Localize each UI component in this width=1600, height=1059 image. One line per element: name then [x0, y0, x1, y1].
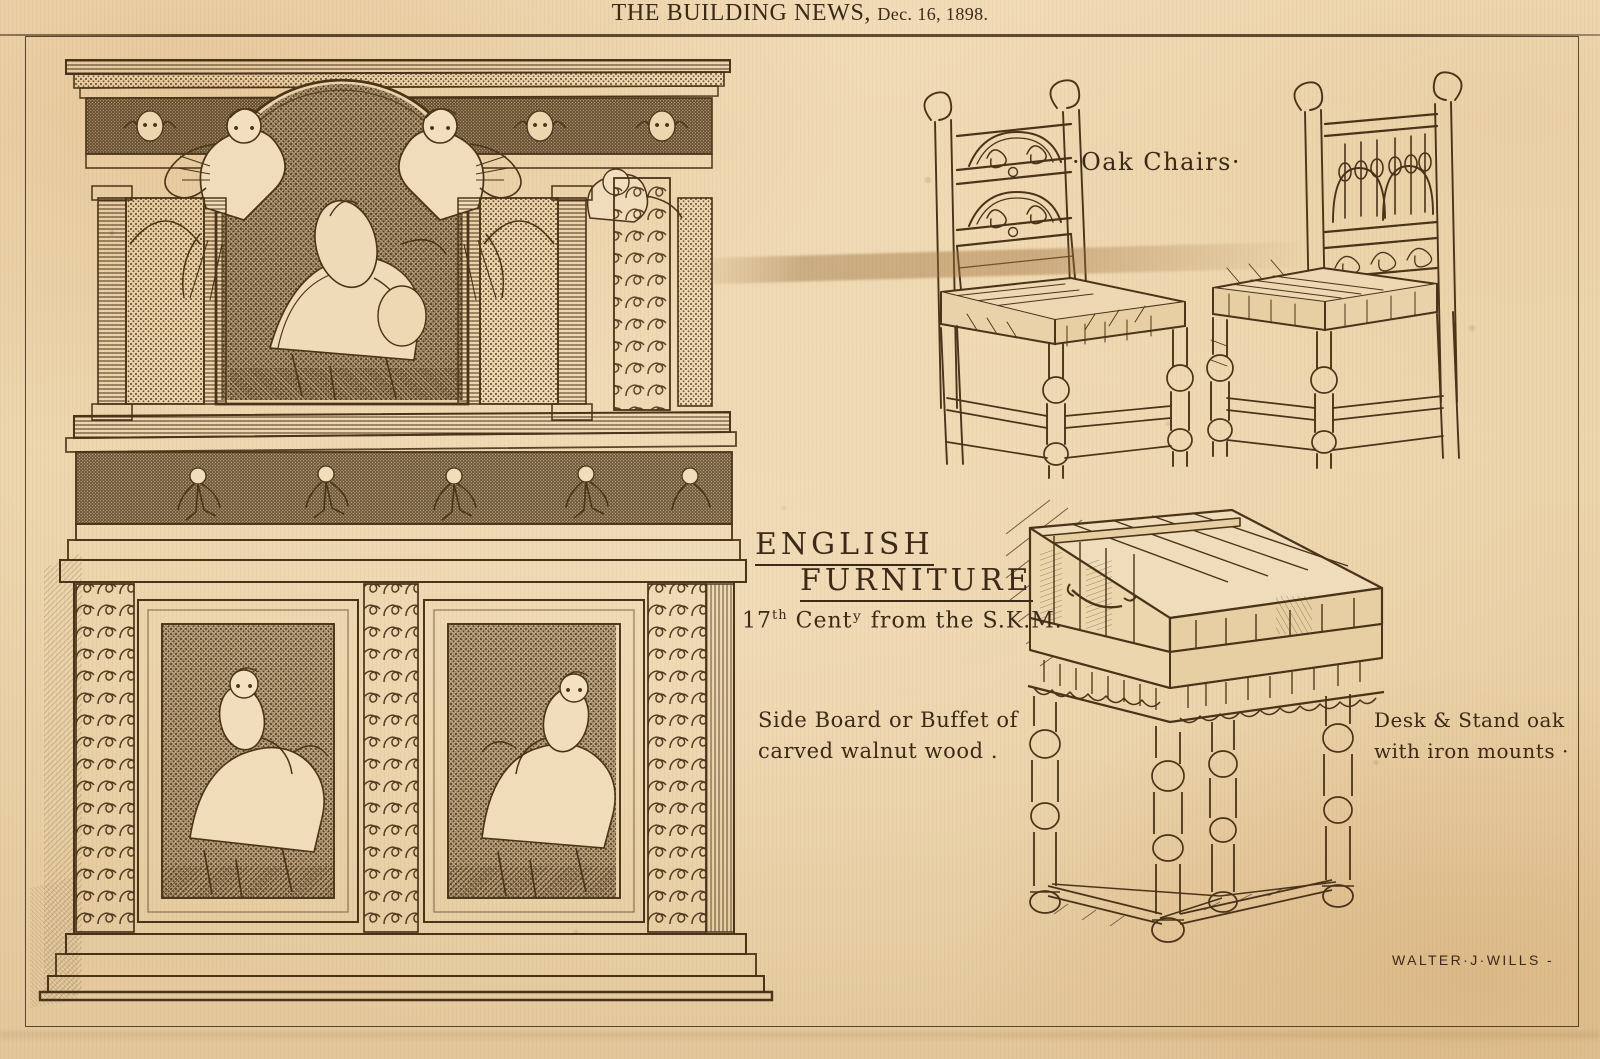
figure-chair-left: [895, 78, 1225, 498]
plate-title-line1: ENGLISH: [755, 527, 934, 566]
plate-title-line2: FURNITURE: [800, 563, 1033, 602]
column-left: [91, 185, 133, 421]
pilaster-lower-left: [75, 583, 135, 933]
caption-sideboard-line2: carved walnut wood .: [758, 736, 1018, 767]
pilaster-right-carved: [613, 177, 713, 411]
subtitle-ordinal-suffix: th: [772, 608, 788, 623]
caption-sideboard-line1: Side Board or Buffet of: [758, 705, 1018, 736]
panel-left-horseman: [162, 667, 334, 898]
column-center-right: [457, 197, 481, 405]
column-right: [551, 185, 593, 421]
subtitle-source: Centʸ from the S.K.M.: [796, 608, 1063, 633]
page-fold-shadow: [0, 1030, 1600, 1040]
lower-panel-left: [137, 599, 359, 923]
plate-subtitle: 17th Centʸ from the S.K.M.: [742, 608, 1063, 633]
arched-panel-horseman: [230, 199, 460, 400]
figure-sideboard: [30, 48, 790, 1008]
caption-desk-line2: with iron mounts ·: [1374, 736, 1569, 767]
caption-sideboard: Side Board or Buffet of carved walnut wo…: [758, 705, 1018, 767]
panel-right-horseman: [448, 671, 616, 898]
desk-leg-right: [1322, 694, 1354, 908]
subtitle-century-number: 17: [742, 608, 772, 633]
caption-desk-stand: Desk & Stand oak with iron mounts ·: [1374, 705, 1569, 767]
plate-border-frame: [25, 36, 1579, 1027]
figure-chair-right: [1205, 71, 1505, 492]
publication-date: Dec. 16, 1898.: [877, 4, 988, 24]
publication-title: THE BUILDING NEWS,: [612, 0, 871, 26]
desk-leg-center-front: [1151, 726, 1185, 943]
desk-leg-front-left: [1029, 696, 1061, 914]
pilaster-lower-right: [647, 583, 735, 933]
lower-panel-right: [423, 599, 645, 923]
figure-desk-stand: [1000, 499, 1400, 980]
sideboard-lower-stage: [38, 559, 774, 1002]
masthead: THE BUILDING NEWS, Dec. 16, 1898.: [0, 0, 1600, 34]
caption-desk-line1: Desk & Stand oak: [1374, 705, 1569, 736]
niche-right: [479, 197, 559, 405]
niche-left: [125, 197, 205, 405]
masthead-rule: [0, 34, 1600, 36]
caption-oak-chairs: ·Oak Chairs·: [1072, 148, 1241, 176]
artist-signature: WALTER·J·WILLS -: [1392, 952, 1554, 968]
column-center-left: [203, 197, 227, 405]
pilaster-lower-center: [363, 583, 419, 933]
sideboard-upper-stage: [65, 59, 737, 453]
